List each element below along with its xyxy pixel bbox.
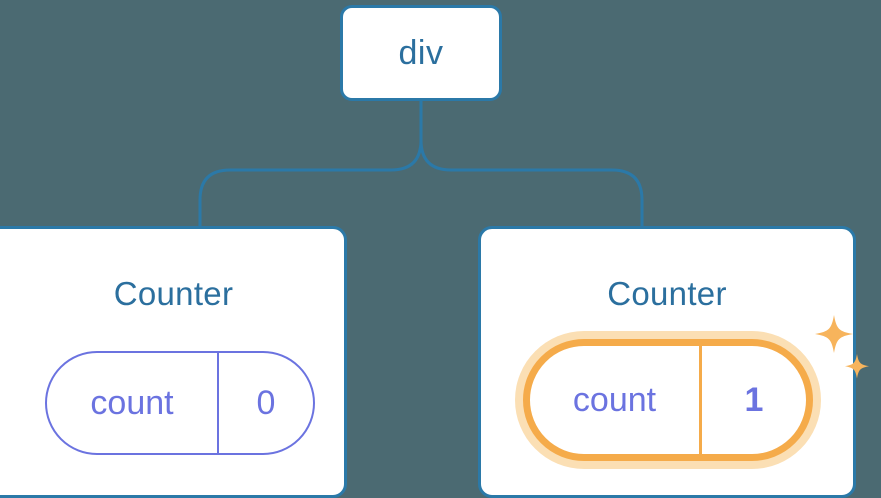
node-div[interactable]: div [340,5,502,101]
node-div-label: div [398,33,444,72]
state-pill-left-key: count [47,353,219,453]
state-pill-right-value: 1 [744,380,764,419]
sparkle-small-icon [845,354,869,379]
state-pill-left-wrapper: count 0 [45,351,315,455]
state-pill-right-wrapper: count 1 [523,315,869,461]
node-counter-right-title: Counter [607,275,727,312]
state-pill-left-value: 0 [256,383,276,422]
state-pill-right[interactable]: count 1 [523,339,813,461]
state-pill-left[interactable]: count 0 [45,351,315,455]
node-counter-right[interactable]: Counter count 1 [478,226,869,498]
node-counter-left-title: Counter [113,275,234,312]
sparkle-group [815,315,869,379]
sparkle-large-icon [815,315,853,353]
state-pill-right-key: count [530,346,702,454]
node-counter-left[interactable]: Counter count 0 [0,226,347,498]
